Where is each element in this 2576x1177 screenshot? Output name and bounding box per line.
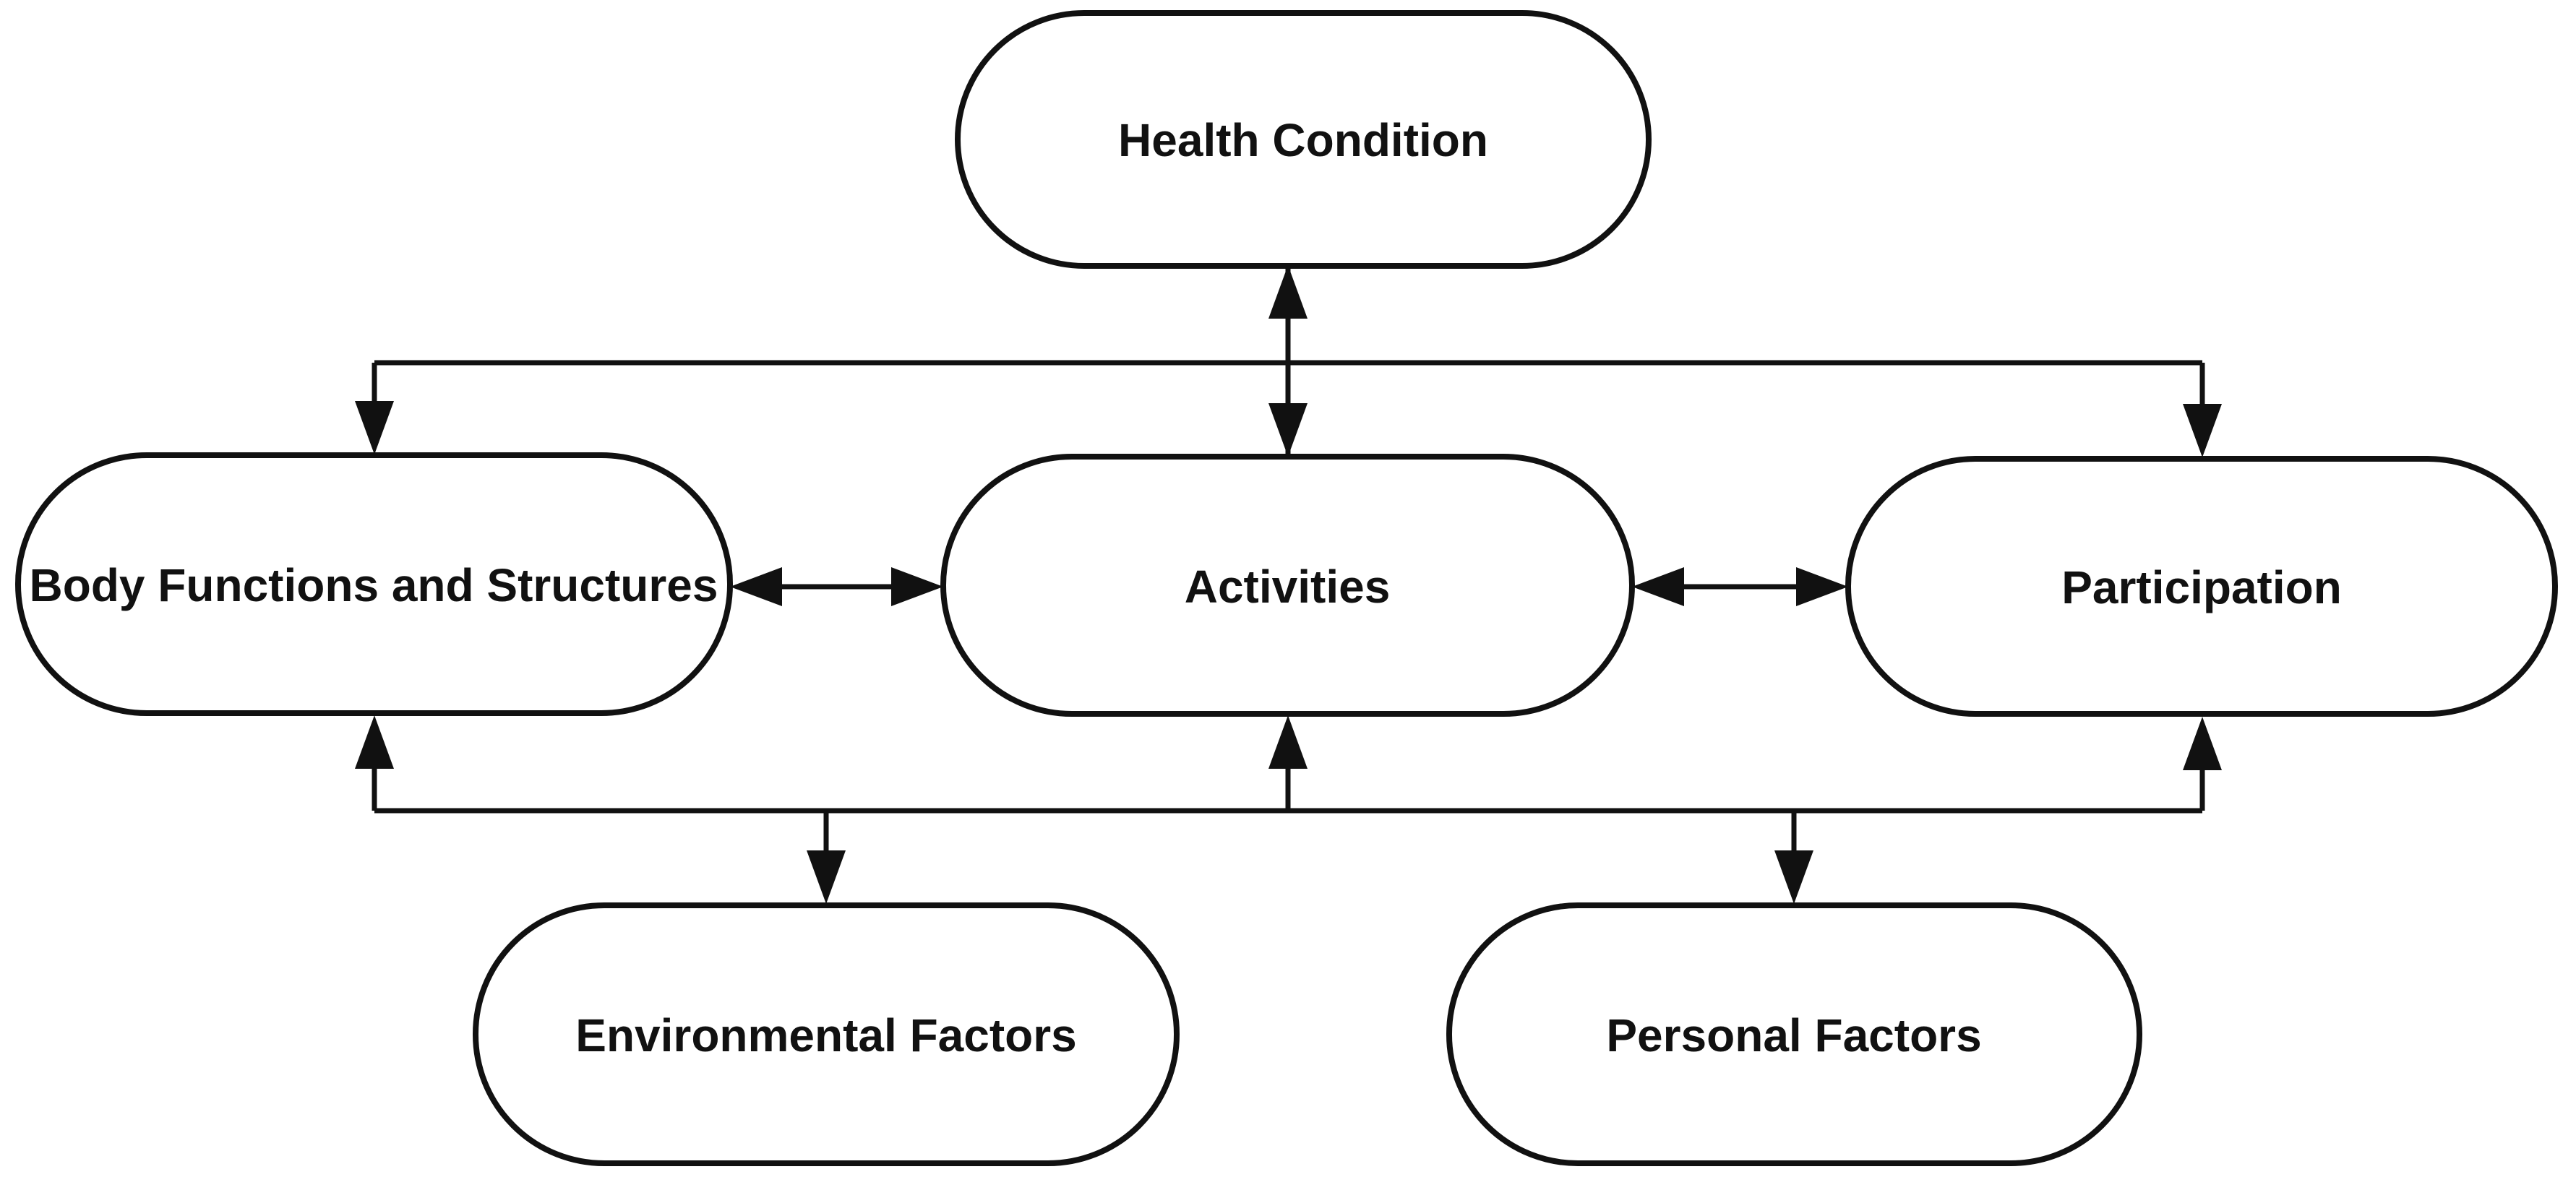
arrowhead-up-into-health-condition — [1268, 265, 1308, 319]
node-environmental-factors-label: Environmental Factors — [575, 1009, 1077, 1061]
arrowhead-down-into-personal-factors — [1774, 850, 1813, 904]
arrowhead-right-into-participation — [1796, 567, 1848, 606]
node-participation: Participation — [1845, 456, 2558, 717]
node-activities-label: Activities — [1185, 561, 1391, 613]
connector-contextual-factors — [355, 715, 2222, 904]
node-participation-shape — [1845, 456, 2558, 717]
connector-body-functions-activities — [730, 567, 943, 606]
connector-top-branch — [355, 360, 2222, 457]
node-participation-label: Participation — [2061, 561, 2342, 613]
arrowhead-right-into-activities — [891, 567, 943, 606]
node-personal-factors-label: Personal Factors — [1606, 1009, 1981, 1061]
node-activities-shape — [940, 454, 1635, 717]
node-body-functions-shape — [15, 452, 733, 716]
arrowhead-left-into-body-functions — [730, 567, 782, 606]
node-body-functions-label: Body Functions and Structures — [30, 559, 718, 611]
node-environmental-factors-shape — [473, 902, 1180, 1166]
arrowhead-down-into-activities — [1268, 403, 1308, 457]
node-personal-factors-shape — [1446, 902, 2142, 1166]
connector-activities-participation — [1632, 567, 1848, 606]
arrowhead-up-into-body-functions — [355, 715, 394, 769]
arrowhead-up-into-activities-bottom — [1268, 715, 1308, 769]
node-activities: Activities — [940, 454, 1635, 717]
node-environmental-factors: Environmental Factors — [473, 902, 1180, 1166]
node-personal-factors: Personal Factors — [1446, 902, 2142, 1166]
arrowhead-left-into-activities — [1632, 567, 1684, 606]
node-health-condition: Health Condition — [955, 10, 1652, 269]
node-health-condition-label: Health Condition — [1118, 114, 1488, 166]
arrowhead-down-into-environmental-factors — [807, 850, 846, 904]
node-body-functions: Body Functions and Structures — [15, 452, 733, 716]
arrowhead-down-into-body-functions — [355, 401, 394, 454]
arrowhead-up-into-participation-bottom — [2183, 717, 2222, 770]
node-health-condition-shape — [955, 10, 1652, 269]
arrowhead-down-into-participation — [2183, 404, 2222, 457]
